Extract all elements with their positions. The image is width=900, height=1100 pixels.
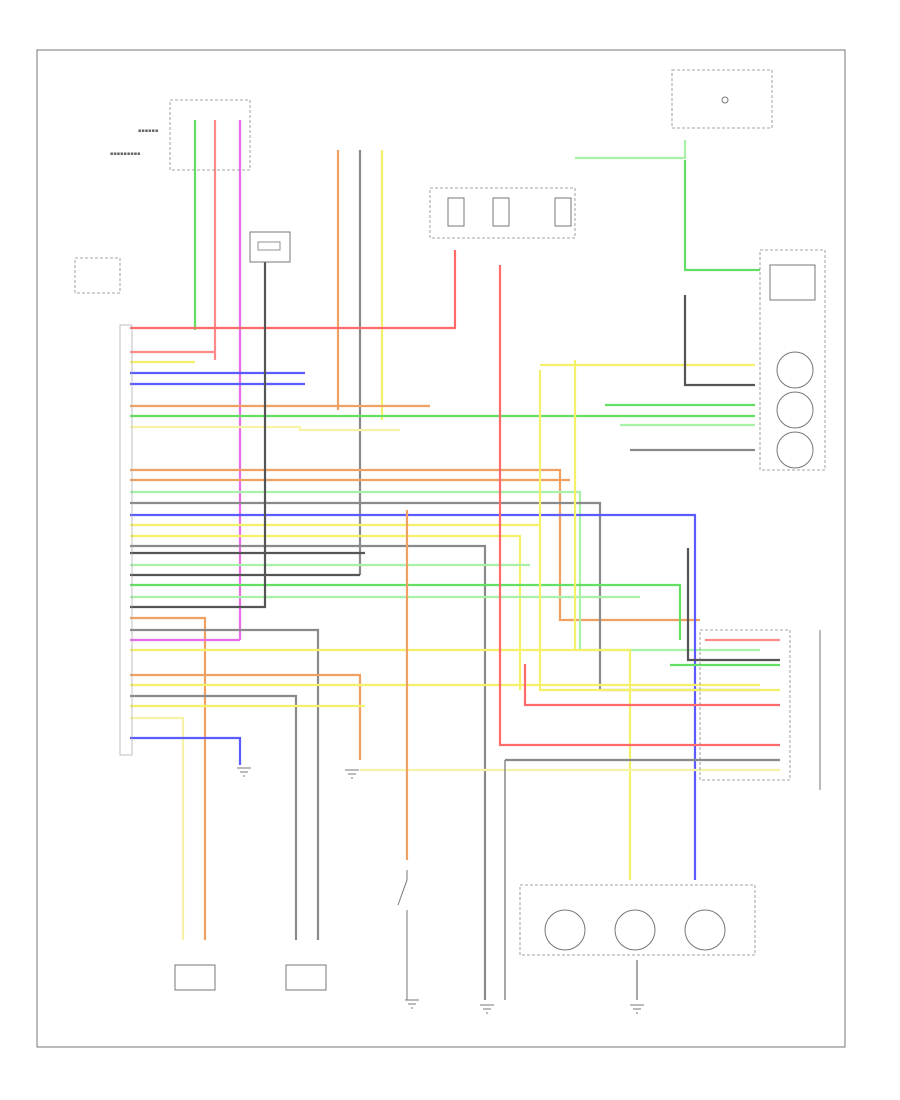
sensor-element[interactable] [769, 264, 816, 301]
gauge-icon-left[interactable] [544, 909, 586, 951]
ambient-sensor-box[interactable] [74, 257, 121, 294]
bottom-switch [397, 870, 408, 1000]
switch-icon [721, 96, 729, 104]
gauge-icon-mid[interactable] [614, 909, 656, 951]
relay-box[interactable] [249, 231, 291, 263]
instrument-cluster [759, 249, 826, 471]
control-head [519, 884, 756, 956]
wire-yellow-26 [130, 648, 632, 880]
right-connector [699, 629, 821, 790]
switch-icon-bottom[interactable] [397, 870, 408, 1000]
wire-gray-16 [130, 544, 487, 1000]
fuse-block [429, 187, 576, 239]
ground-icon-3 [630, 1004, 644, 1014]
left-sensor [74, 257, 121, 294]
connector-label-1: ▪▪▪▪▪▪ [138, 128, 158, 134]
fuse-3[interactable] [554, 197, 572, 227]
control-head-box[interactable] [519, 884, 756, 956]
ignition-switch-box[interactable] [671, 69, 773, 129]
wire-red-lower [498, 265, 780, 747]
gauge-icon-2[interactable] [776, 391, 814, 429]
fuse-1[interactable] [447, 197, 465, 227]
ignition-switch [671, 69, 773, 129]
connector-label-2: ▪▪▪▪▪▪▪▪▪ [110, 151, 141, 157]
actuator-left[interactable] [174, 964, 216, 991]
actuator-right[interactable] [285, 964, 327, 991]
relay-element [257, 241, 281, 251]
climate-control-module [119, 324, 133, 756]
wire-orange-9 [130, 468, 700, 622]
wire-blue-32 [130, 736, 242, 765]
ground-icon-1 [405, 999, 419, 1009]
wire-orange-23 [130, 616, 207, 940]
fuse-2[interactable] [492, 197, 510, 227]
grounds [237, 767, 644, 1014]
top-left-connectors: ▪▪▪▪▪▪ ▪▪▪▪▪▪▪▪▪ [110, 99, 251, 171]
wire-green-topright [683, 160, 760, 272]
connector-box-top-left [169, 99, 251, 171]
wire-blue-13 [130, 513, 697, 880]
relay-block [249, 231, 291, 263]
gauge-icon-right[interactable] [684, 909, 726, 951]
ground-icon-2 [480, 1004, 494, 1014]
wire-dark-mid [683, 295, 755, 387]
wire-red-right [523, 664, 780, 707]
fuse-box [429, 187, 576, 239]
wire-dark-22 [130, 250, 267, 609]
wire-orange-27 [130, 673, 362, 760]
wire-ltgreen-11 [130, 490, 760, 652]
bottom-actuators [174, 964, 327, 991]
wire-ltyellow-8 [130, 425, 400, 432]
wire-ltgreen-topright [575, 140, 687, 160]
diagram-frame [36, 49, 846, 1048]
wire-ltyellow-31 [130, 716, 185, 940]
module-connector-strip [119, 324, 133, 756]
ground-icon-5 [237, 767, 251, 777]
wire-green-20 [130, 583, 682, 640]
right-connector-box[interactable] [699, 629, 791, 781]
wires [130, 120, 780, 1000]
wire-gray-25 [130, 628, 320, 940]
wire-yellow-15 [130, 534, 522, 690]
wire-dark-right [686, 548, 780, 662]
gauge-icon-3[interactable] [776, 431, 814, 469]
gauge-icon[interactable] [776, 351, 814, 389]
wire-gray-29 [130, 694, 298, 940]
ground-icon-4 [345, 769, 359, 779]
wire-red-1 [130, 250, 457, 330]
instrument-cluster-box [759, 249, 826, 471]
